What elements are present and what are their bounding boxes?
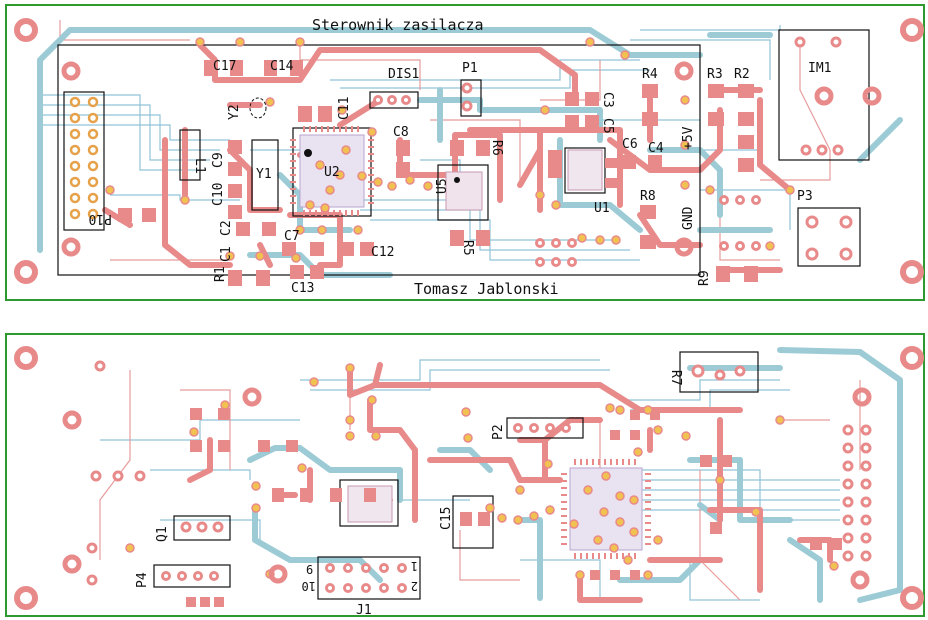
top-tht-pads	[373, 36, 853, 267]
label-u5: U5	[435, 178, 450, 194]
top-silk-outlines	[57, 29, 870, 276]
top-mounting-holes	[14, 18, 924, 284]
label-c7: C7	[284, 229, 300, 244]
label-plus5v: +5V	[681, 126, 696, 150]
chip-bottom-regulator	[347, 485, 393, 523]
label-r9: R9	[697, 270, 712, 286]
label-j1: J1	[356, 603, 372, 618]
label-c5: C5	[600, 118, 615, 134]
top-silk-text: Sterownik zasilacza Tomasz Jablonski C17…	[89, 16, 832, 298]
label-c13: C13	[291, 281, 314, 296]
chip-u1	[567, 149, 603, 191]
label-r4: R4	[642, 67, 658, 82]
bottom-silk-outlines	[153, 351, 759, 600]
label-y1: Y1	[256, 167, 272, 182]
label-r2: R2	[734, 67, 750, 82]
bottom-tht-pads	[86, 360, 872, 593]
label-r6: R6	[489, 140, 504, 156]
label-c1: C1	[219, 246, 234, 262]
label-u1: U1	[594, 201, 610, 216]
label-im1: IM1	[808, 61, 831, 76]
label-c14: C14	[270, 59, 294, 74]
label-pin6: 6	[306, 563, 313, 577]
label-r1: R1	[213, 266, 228, 282]
label-c17: C17	[213, 59, 236, 74]
label-c10: C10	[211, 183, 226, 206]
label-p3: P3	[797, 189, 813, 204]
bottom-mounting-holes	[14, 346, 924, 610]
label-c2: C2	[219, 220, 234, 236]
bottom-board: R7 P2 C15 Q1 P4 J1 6 2 10 1	[5, 333, 925, 618]
label-r8: R8	[640, 189, 656, 204]
label-c11: C11	[337, 97, 352, 120]
bottom-board-outline	[5, 333, 925, 617]
label-y2: Y2	[227, 104, 242, 120]
chip-u5	[445, 171, 483, 211]
label-c8: C8	[393, 125, 409, 140]
label-p10: P10	[89, 211, 112, 226]
bottom-silk-text: R7 P2 C15 Q1 P4 J1 6 2 10 1	[135, 370, 683, 618]
top-vias	[105, 37, 795, 263]
label-r5: R5	[460, 240, 475, 256]
label-c3: C3	[600, 92, 615, 108]
top-board: Sterownik zasilacza Tomasz Jablonski C17…	[5, 4, 925, 301]
label-r3: R3	[707, 67, 723, 82]
top-board-outline	[5, 4, 925, 301]
label-c6: C6	[622, 137, 638, 152]
label-c9: C9	[211, 152, 226, 168]
label-c12: C12	[371, 245, 394, 260]
label-p1: P1	[462, 61, 478, 76]
chip-u2	[290, 126, 374, 216]
label-pin10: 10	[302, 579, 316, 593]
board-author: Tomasz Jablonski	[414, 280, 559, 298]
label-gnd: GND	[681, 206, 696, 230]
label-p4: P4	[135, 572, 150, 588]
label-l1: L1	[192, 158, 207, 174]
bottom-smd-pads	[186, 408, 842, 607]
label-dis1: DIS1	[388, 67, 419, 82]
label-pin1: 1	[411, 559, 418, 573]
label-q1: Q1	[155, 526, 170, 542]
top-smd-pads	[118, 60, 758, 286]
board-title: Sterownik zasilacza	[312, 16, 484, 34]
label-u2: U2	[324, 165, 340, 180]
header-p10	[69, 96, 99, 220]
label-c4: C4	[648, 141, 664, 156]
label-r7: R7	[668, 370, 683, 386]
label-p2: P2	[491, 424, 506, 440]
label-c15: C15	[439, 507, 454, 530]
label-pin2: 2	[411, 579, 418, 593]
